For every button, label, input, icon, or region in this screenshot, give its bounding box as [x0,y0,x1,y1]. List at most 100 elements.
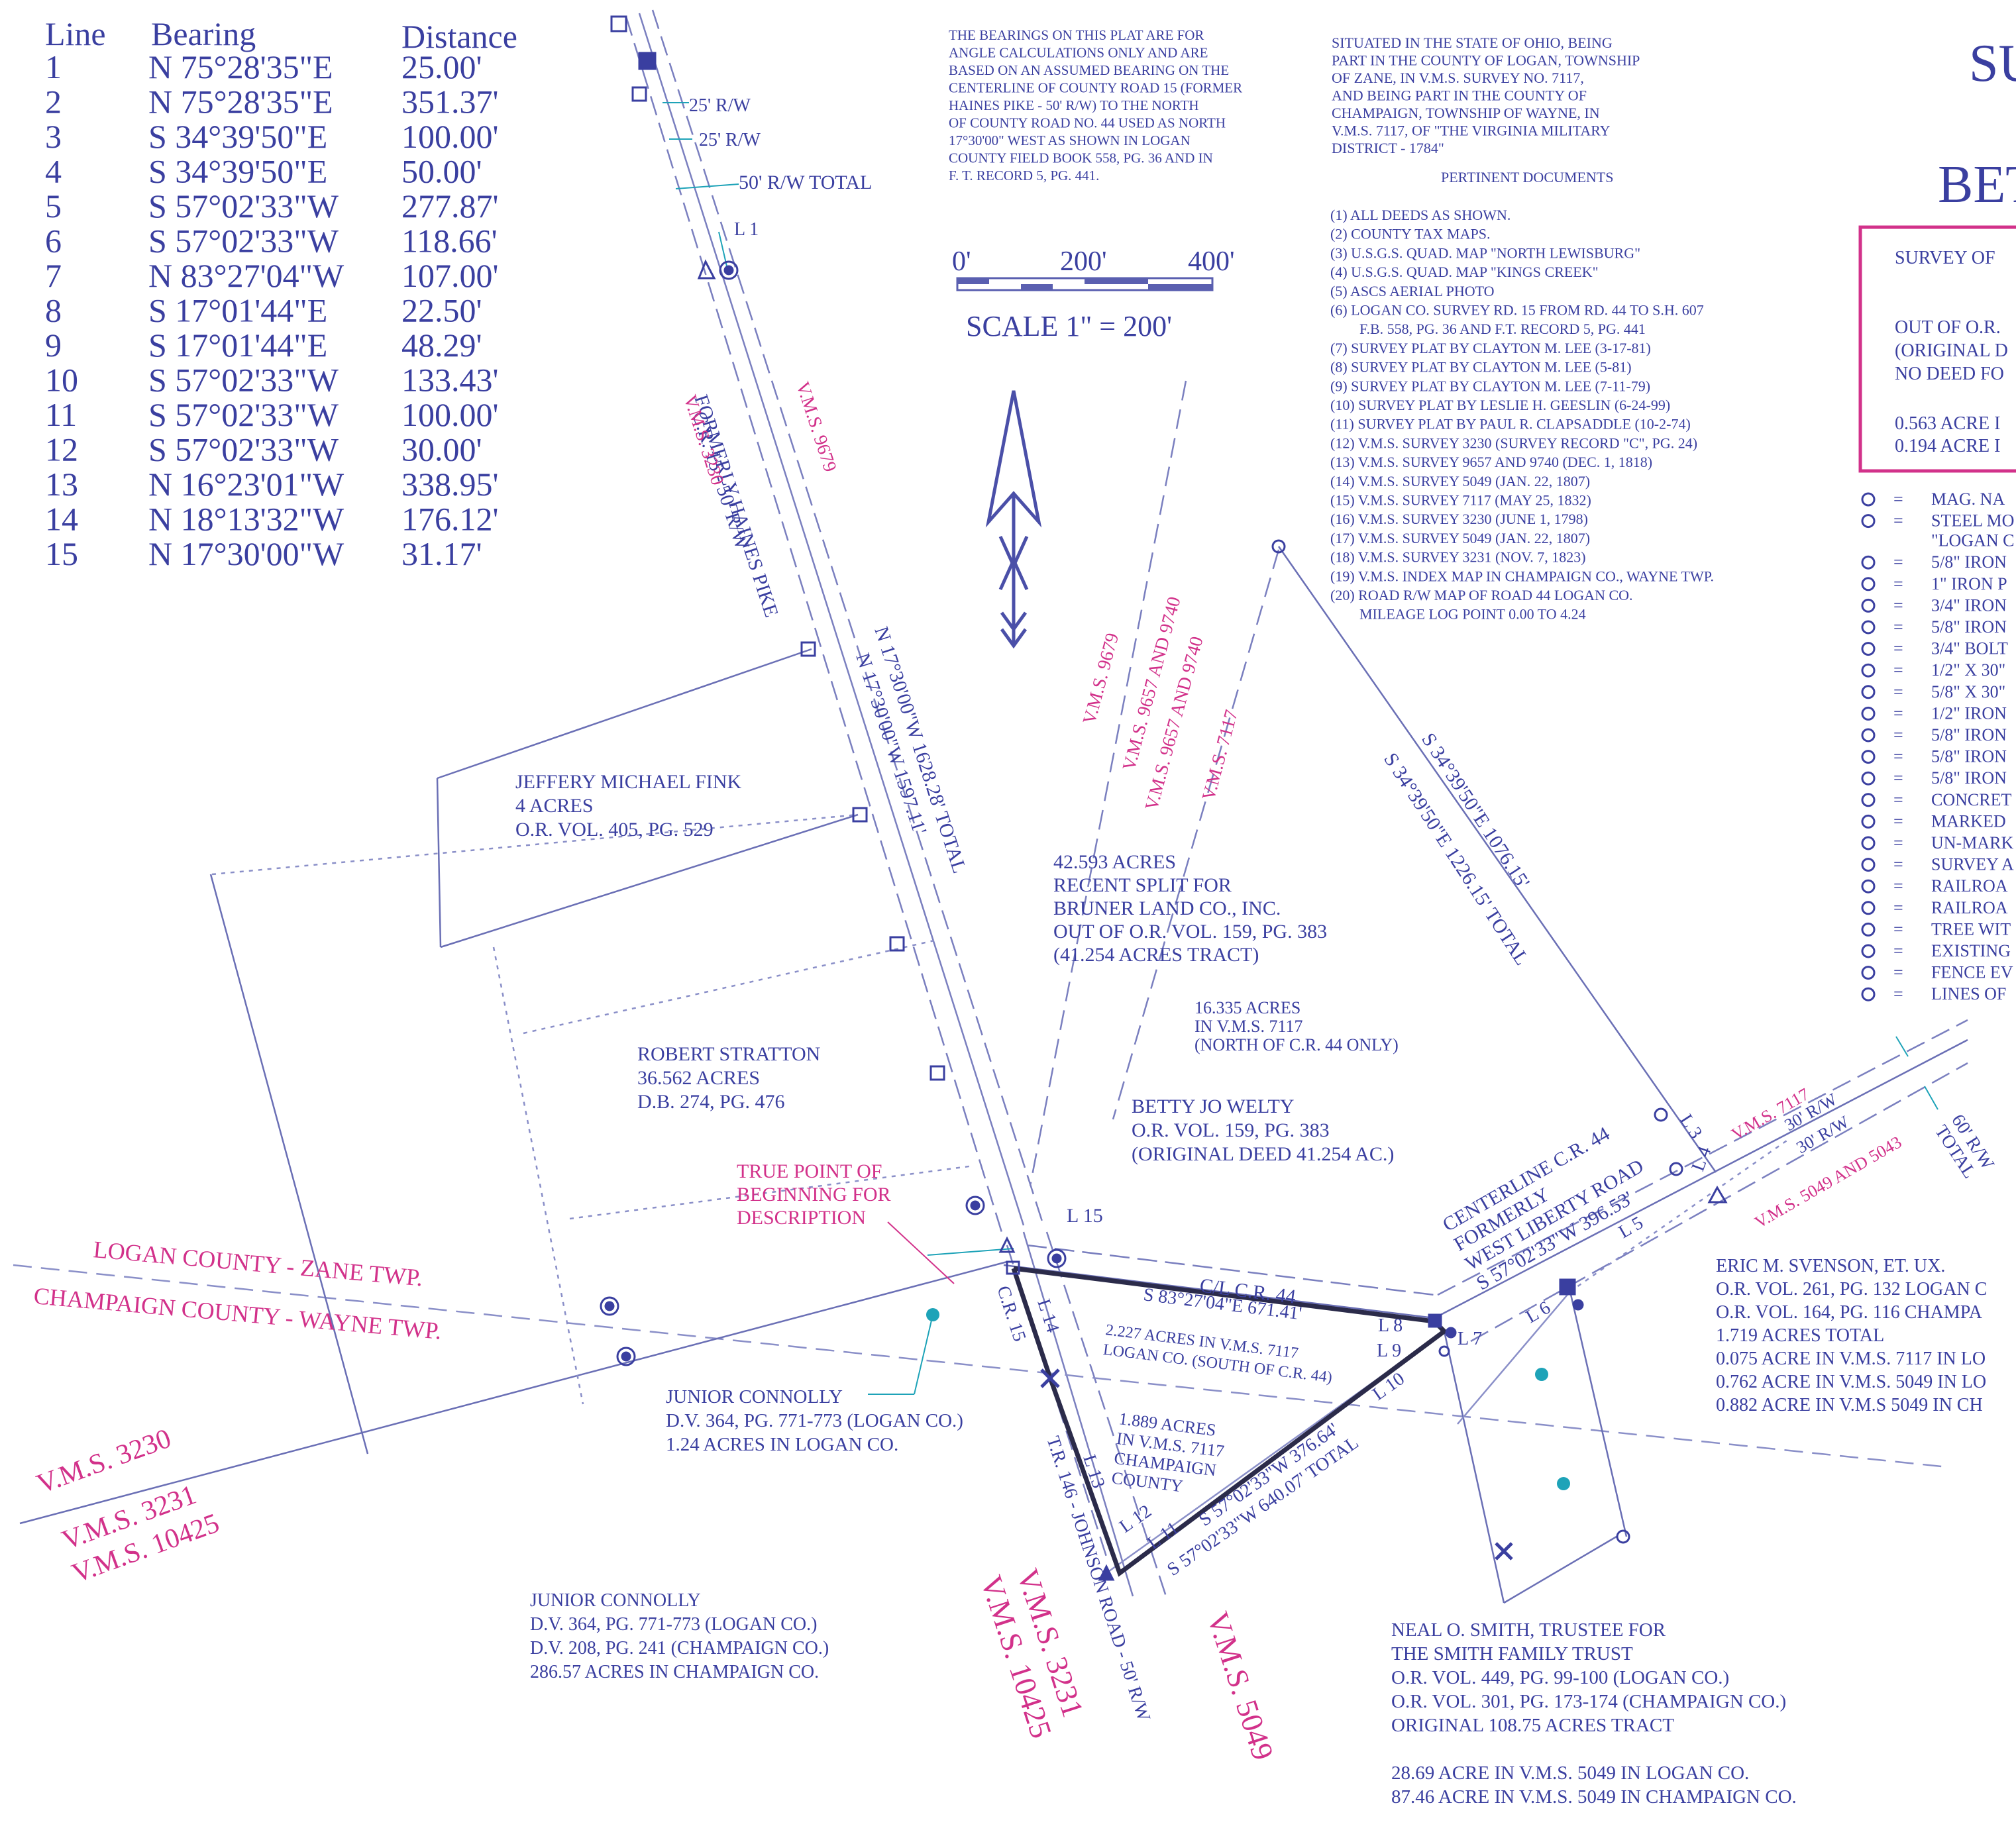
welty-line: (ORIGINAL DEED 41.254 AC.) [1132,1143,1394,1165]
pertinent-item: (12) V.M.S. SURVEY 3230 (SURVEY RECORD "… [1330,434,1697,451]
table-cell-bearing: N 75°28'35"E [148,83,333,121]
smith-line: NEAL O. SMITH, TRUSTEE FOR [1391,1619,1666,1641]
table-cell-distance: 31.17' [401,535,482,572]
bearings-note-line: THE BEARINGS ON THIS PLAT ARE FOR [949,27,1204,43]
table-cell-line: 10 [45,362,78,399]
table-header-distance: Distance [401,18,517,55]
legend-label: TREE WIT [1931,919,2011,939]
north-arrow-icon [985,390,1042,649]
table-cell-bearing: N 17°30'00"W [148,535,345,572]
legend-symbol-icon [1861,858,1876,872]
legend-equals: = [1893,984,1903,1003]
situation-note-line: OF ZANE, IN V.M.S. SURVEY NO. 7117, [1332,70,1584,86]
acres16335-line: 16.335 ACRES [1194,998,1300,1017]
smith-line: O.R. VOL. 301, PG. 173-174 (CHAMPAIGN CO… [1391,1691,1786,1712]
smith-line: ORIGINAL 108.75 ACRES TRACT [1391,1715,1674,1736]
legend-equals: = [1893,489,1903,509]
legend-label: 1" IRON P [1931,574,2007,593]
smith-line: 28.69 ACRE IN V.M.S. 5049 IN LOGAN CO. [1391,1762,1749,1784]
bruner-line: RECENT SPLIT FOR [1053,874,1232,896]
legend-symbol-icon [1861,620,1876,635]
table-cell-distance: 50.00' [401,153,482,190]
bearings-note-line: ANGLE CALCULATIONS ONLY AND ARE [949,45,1208,61]
connolly2-line: JUNIOR CONNOLLY [530,1590,701,1611]
bearings-note: THE BEARINGS ON THIS PLAT ARE FOR ANGLE C… [949,27,1242,183]
legend-label: 3/4" BOLT [1931,639,2008,658]
line-label-l14: L 14 [1033,1297,1063,1335]
pertinent-item: (9) SURVEY PLAT BY CLAYTON M. LEE (7-11-… [1330,378,1650,394]
pertinent-item: (13) V.M.S. SURVEY 9657 AND 9740 (DEC. 1… [1330,454,1652,470]
line-label-l6: L 6 [1522,1298,1554,1327]
vms-label-5049-bottom: V.M.S. 5049 [1200,1608,1280,1764]
bearings-note-line: HAINES PIKE - 50' R/W) TO THE NORTH [949,97,1199,113]
legend-equals: = [1893,919,1903,939]
title-fragment-2: BET [1938,156,2016,214]
legend-label: RAILROA [1931,876,2008,895]
monuments [600,15,1728,1581]
pertinent-item: MILEAGE LOG POINT 0.00 TO 4.24 [1359,606,1586,623]
situation-note-line: CHAMPAIGN, TOWNSHIP OF WAYNE, IN [1332,105,1600,121]
rw-label-50: 50' R/W TOTAL [739,172,872,193]
table-cell-bearing: N 16°23'01"W [148,466,345,503]
connolly1-line: JUNIOR CONNOLLY [666,1386,843,1407]
connolly2-line: 286.57 ACRES IN CHAMPAIGN CO. [530,1662,819,1682]
legend-symbol-icon [1861,793,1876,807]
svenson-line: O.R. VOL. 261, PG. 132 LOGAN C [1716,1279,1987,1300]
table-cell-line: 4 [45,153,62,190]
pertinent-item: (11) SURVEY PLAT BY PAUL R. CLAPSADDLE (… [1330,416,1691,433]
legend-equals: = [1893,682,1903,701]
county-line-logan: LOGAN COUNTY - ZANE TWP. [92,1236,424,1291]
legend-equals: = [1893,790,1903,809]
stratton-line: D.B. 274, PG. 476 [637,1091,785,1113]
legend-equals: = [1893,617,1903,637]
line-label-l8: L 8 [1378,1315,1403,1336]
table-cell-distance: 351.37' [401,83,499,121]
legend-label: "LOGAN C [1931,531,2014,550]
legend-equals: = [1893,574,1903,593]
legend-label: 3/4" IRON [1931,595,2007,615]
table-cell-distance: 100.00' [401,118,499,155]
bearings-note-line: OF COUNTY ROAD NO. 44 USED AS NORTH [949,115,1226,131]
table-cell-distance: 118.66' [401,223,498,260]
table-cell-distance: 22.50' [401,292,482,329]
legend-symbol-icon [1861,728,1876,742]
table-cell-bearing: S 57°02'33"W [148,223,339,260]
pertinent-item: (8) SURVEY PLAT BY CLAYTON M. LEE (5-81) [1330,359,1632,376]
svenson-line: 0.075 ACRE IN V.M.S. 7117 IN LO [1716,1349,1986,1369]
legend-label: FENCE EV [1931,963,2013,982]
survey-box-line: NO DEED FO [1895,364,2004,384]
table-cell-line: 14 [45,501,78,538]
legend-equals: = [1893,703,1903,723]
legend-label: LINES OF [1931,984,2006,1003]
table-cell-distance: 48.29' [401,327,482,364]
pertinent-item: (10) SURVEY PLAT BY LESLIE H. GEESLIN (6… [1330,397,1670,413]
table-cell-bearing: S 57°02'33"W [148,396,339,433]
legend-equals: = [1893,876,1903,895]
smith-line: THE SMITH FAMILY TRUST [1391,1643,1633,1664]
legend-symbol-icon [1861,814,1876,829]
acres16335-line: IN V.M.S. 7117 [1194,1017,1303,1036]
owner-svenson: ERIC M. SVENSON, ET. UX.O.R. VOL. 261, P… [1716,1256,1987,1415]
road-label-cr15-south: C.R. 15 [992,1284,1030,1345]
table-cell-bearing: N 83°27'04"W [148,257,345,294]
line-label-l3: L 3 [1675,1111,1706,1143]
legend-equals: = [1893,963,1903,982]
legend-label: MAG. NA [1931,489,2005,509]
legend-symbol-icon [1861,771,1876,786]
line-label-l15: L 15 [1067,1205,1103,1227]
legend-equals: = [1893,660,1903,680]
legend-equals: = [1893,511,1903,531]
svenson-line: 0.762 ACRE IN V.M.S. 5049 IN LO [1716,1372,1986,1392]
pertinent-item: (16) V.M.S. SURVEY 3230 (JUNE 1, 1798) [1330,511,1588,527]
vms-label-9679: V.M.S. 9679 [1079,631,1123,727]
legend-label: 1/2" IRON [1931,703,2007,723]
smith-line: O.R. VOL. 449, PG. 99-100 (LOGAN CO.) [1391,1667,1729,1688]
connolly1-line: 1.24 ACRES IN LOGAN CO. [666,1434,898,1455]
pertinent-item: (4) U.S.G.S. QUAD. MAP "KINGS CREEK" [1330,264,1599,280]
